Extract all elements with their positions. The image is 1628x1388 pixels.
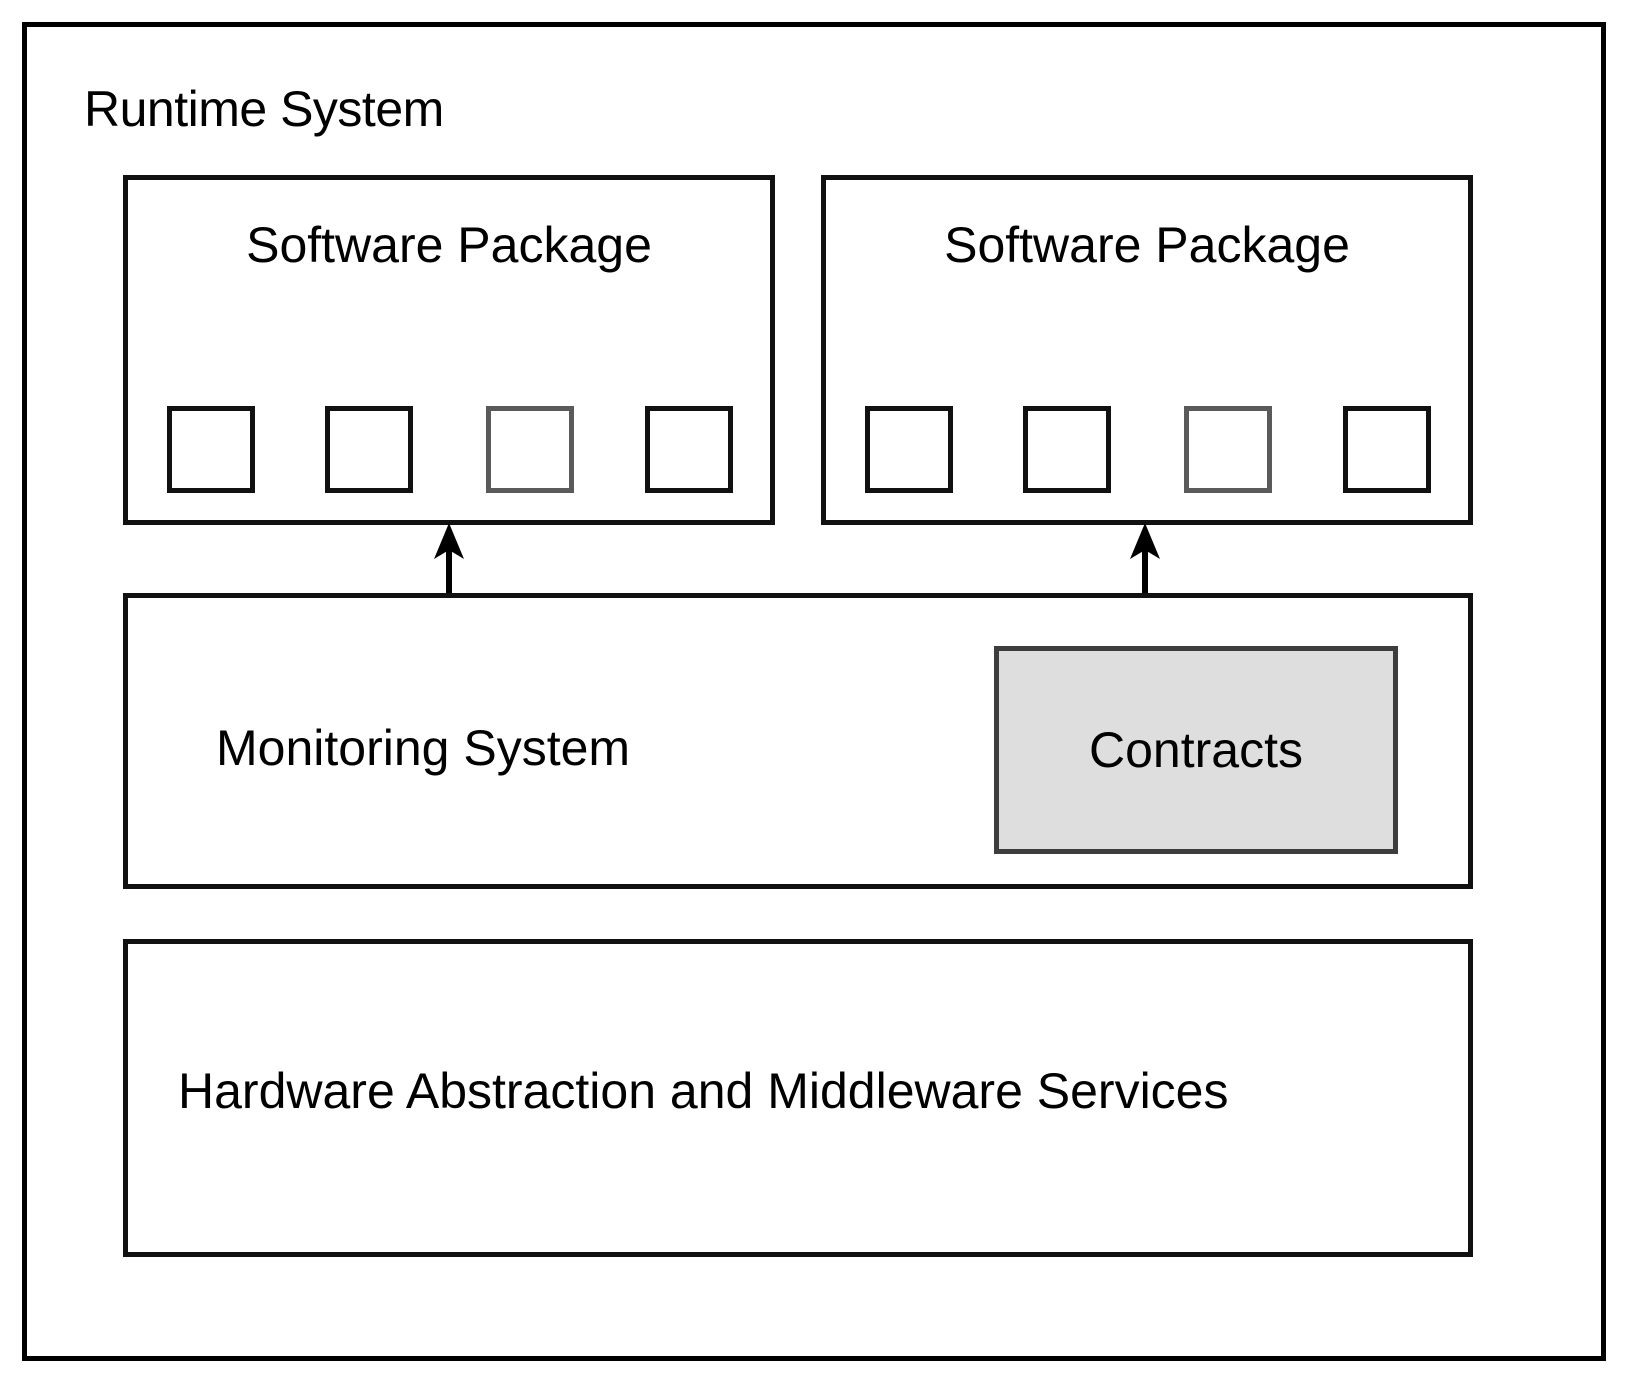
hardware-abstraction-block[interactable]: Hardware Abstraction and Middleware Serv… [123, 939, 1473, 1257]
software-package-1-label: Software Package [246, 217, 652, 273]
software-package-1[interactable]: Software Package [123, 175, 775, 525]
contracts-label: Contracts [1089, 722, 1303, 778]
package-1-component-4[interactable] [645, 406, 733, 493]
runtime-system-title: Runtime System [84, 81, 444, 137]
package-1-component-3[interactable] [486, 406, 574, 493]
package-2-component-1[interactable] [865, 406, 953, 493]
package-2-component-2[interactable] [1023, 406, 1111, 493]
software-package-2[interactable]: Software Package [821, 175, 1473, 525]
monitoring-system-label: Monitoring System [216, 720, 631, 776]
arrow-monitoring-to-package-2-icon [1130, 523, 1160, 599]
package-1-component-1[interactable] [167, 406, 255, 493]
runtime-system-frame: Runtime System Software Package Software… [22, 22, 1606, 1361]
contracts-box[interactable]: Contracts [994, 646, 1398, 854]
software-package-2-label: Software Package [944, 217, 1350, 273]
hardware-abstraction-label: Hardware Abstraction and Middleware Serv… [178, 1063, 1229, 1119]
monitoring-system-block[interactable]: Monitoring System Contracts [123, 593, 1473, 889]
package-2-component-4[interactable] [1343, 406, 1431, 493]
package-2-component-3[interactable] [1184, 406, 1272, 493]
package-1-component-2[interactable] [325, 406, 413, 493]
arrow-monitoring-to-package-1-icon [434, 523, 464, 599]
